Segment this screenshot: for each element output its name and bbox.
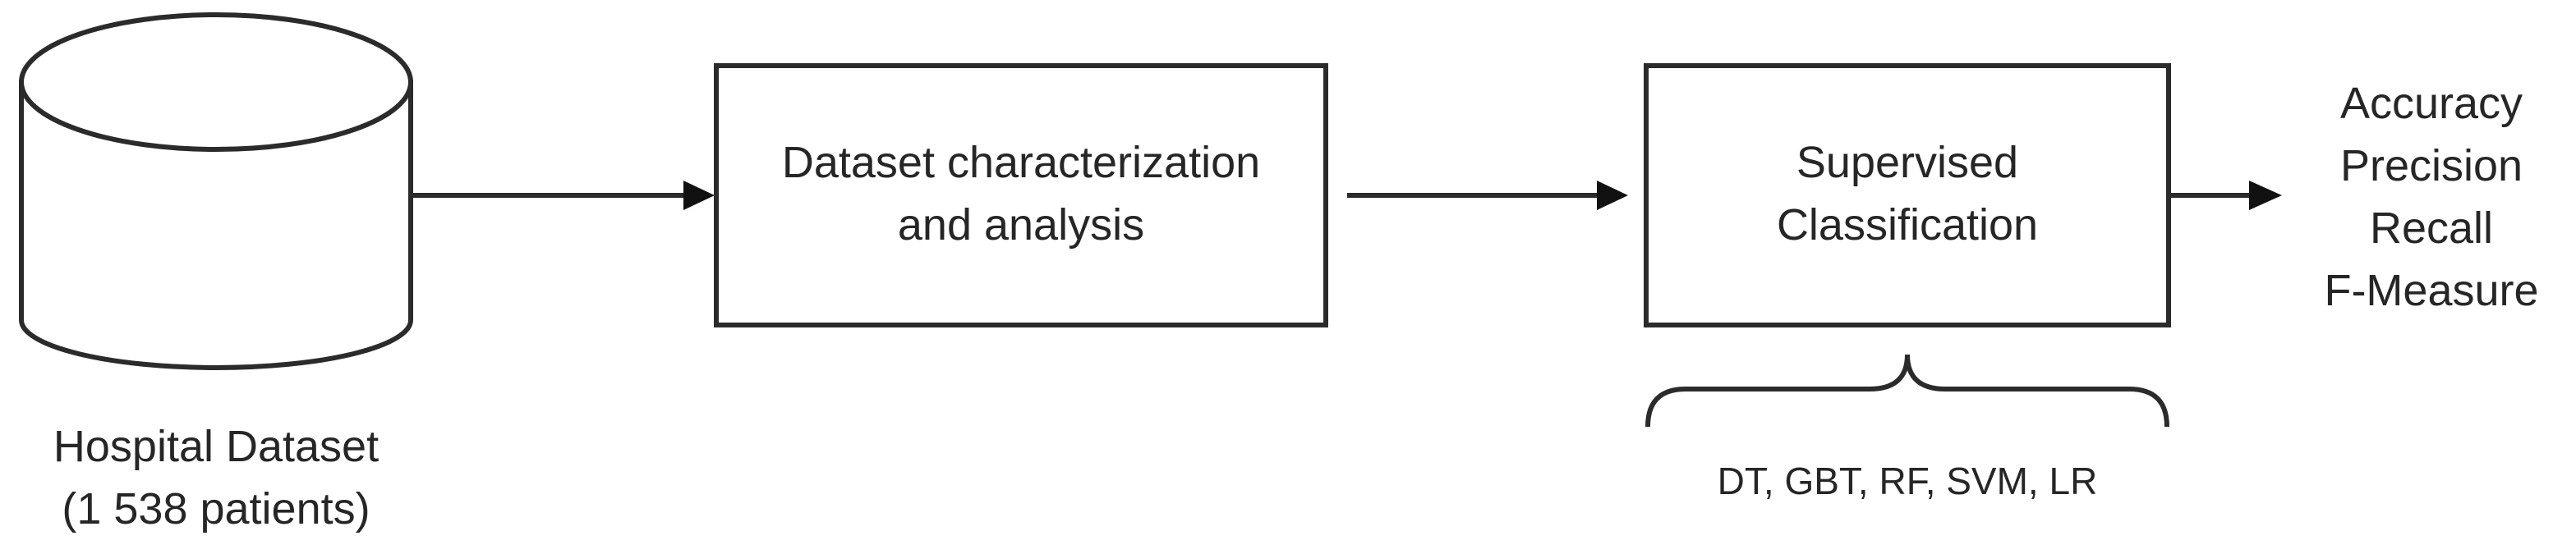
characterization-text-line2: and analysis (897, 200, 1145, 250)
hospital-dataset-label: Hospital Dataset (1 538 patients) (21, 415, 411, 540)
arrow-db-to-characterization (411, 181, 715, 210)
hospital-dataset-label-line1: Hospital Dataset (53, 422, 380, 471)
classification-text-line1: Supervised (1796, 138, 2019, 187)
characterization-text-line1: Dataset characterization (781, 138, 1261, 187)
classification-text-line2: Classification (1776, 200, 2039, 250)
metric-item: Accuracy (2339, 79, 2523, 128)
metric-item: F-Measure (2324, 266, 2539, 315)
classification-text: Supervised Classification (1646, 131, 2169, 256)
metrics-list: Accuracy Precision Recall F-Measure (2292, 72, 2571, 322)
characterization-box (714, 63, 1328, 327)
metric-item: Recall (2369, 204, 2494, 253)
algorithms-label: DT, GBT, RF, SVM, LR (1717, 460, 2098, 502)
hospital-dataset-label-line2: (1 538 patients) (62, 484, 370, 533)
metric-item: Precision (2339, 141, 2523, 190)
database-cylinder-icon (19, 12, 413, 370)
curly-brace (1645, 354, 2169, 428)
arrow-characterization-to-classification (1347, 181, 1628, 210)
arrow-classification-to-metrics (2169, 181, 2282, 210)
characterization-text: Dataset characterization and analysis (716, 131, 1326, 256)
